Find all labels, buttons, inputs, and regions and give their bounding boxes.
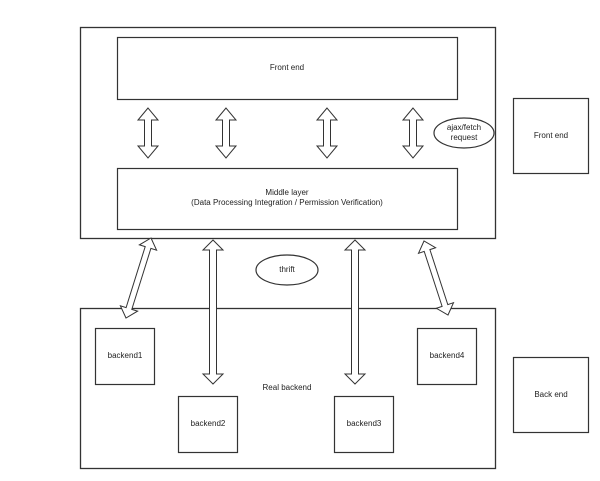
middle-layer-sublabel: (Data Processing Integration / Permissio… [191, 198, 383, 207]
real-backend-container [79, 307, 497, 470]
ajax-fetch-note [433, 117, 495, 149]
ajax-fetch-label: ajax/fetch [447, 123, 481, 132]
backend1-box [94, 327, 156, 386]
frontend-layer-label: Front end [270, 63, 304, 72]
legend-frontend-box [512, 97, 590, 175]
ajax-fetch-label-2: request [451, 133, 478, 142]
backend3-box [333, 395, 395, 454]
backend2-label: backend2 [191, 419, 226, 428]
thrift-label: thrift [279, 265, 295, 274]
legend-backend-label: Back end [534, 390, 567, 399]
thrift-note [255, 254, 319, 286]
backend3-label: backend3 [347, 419, 382, 428]
legend-frontend-label: Front end [534, 131, 568, 140]
backend2-box [177, 395, 239, 454]
frontend-middle-container [79, 26, 497, 240]
real-backend-label: Real backend [263, 383, 312, 392]
middle-layer-box [116, 167, 459, 231]
middle-layer-label: Middle layer [265, 188, 308, 197]
middle-backend3-arrow [343, 239, 367, 385]
frontend-middle-arrow-1 [136, 107, 160, 159]
frontend-middle-arrow-3 [315, 107, 339, 159]
frontend-middle-arrow-2 [214, 107, 238, 159]
middle-backend1-arrow [119, 237, 158, 319]
middle-backend4-arrow [417, 240, 455, 316]
backend4-box [416, 327, 478, 386]
backend4-label: backend4 [430, 351, 465, 360]
backend1-label: backend1 [108, 351, 143, 360]
frontend-middle-arrow-4 [401, 107, 425, 159]
frontend-layer-box [116, 36, 459, 101]
legend-backend-box [512, 356, 590, 434]
middle-backend2-arrow [201, 239, 225, 385]
